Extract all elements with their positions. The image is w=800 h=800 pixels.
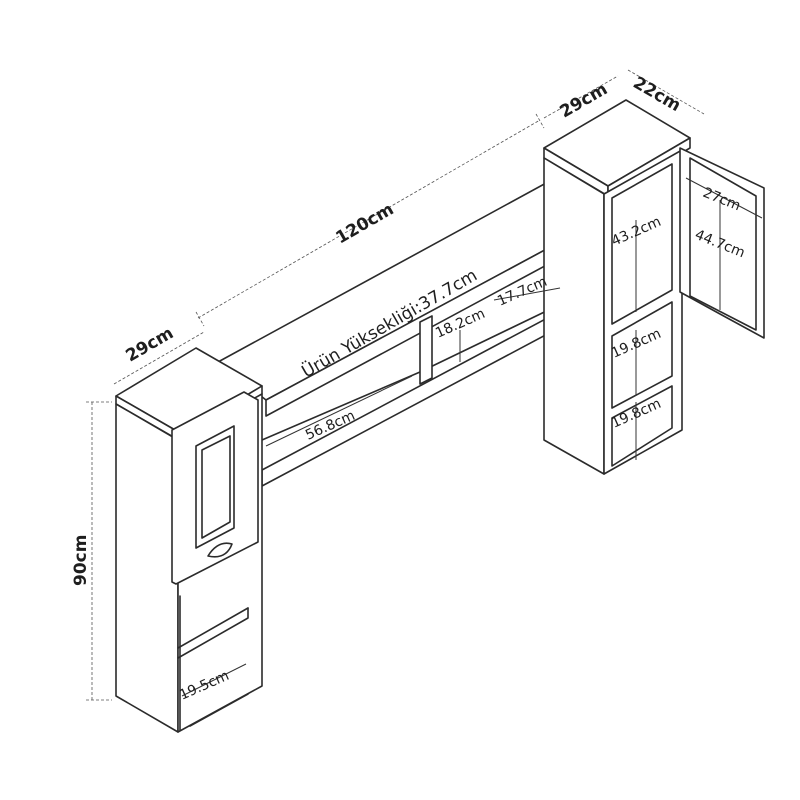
measurement-arrows [181, 177, 763, 697]
dimension-lines [86, 69, 705, 701]
right-cabinet [543, 99, 765, 475]
middle-shelf-unit [217, 181, 609, 487]
left-cabinet [115, 347, 263, 733]
label-left-depth: 29cm [123, 323, 178, 366]
label-total-width: 120cm [333, 199, 398, 248]
label-height: 90cm [71, 535, 91, 586]
